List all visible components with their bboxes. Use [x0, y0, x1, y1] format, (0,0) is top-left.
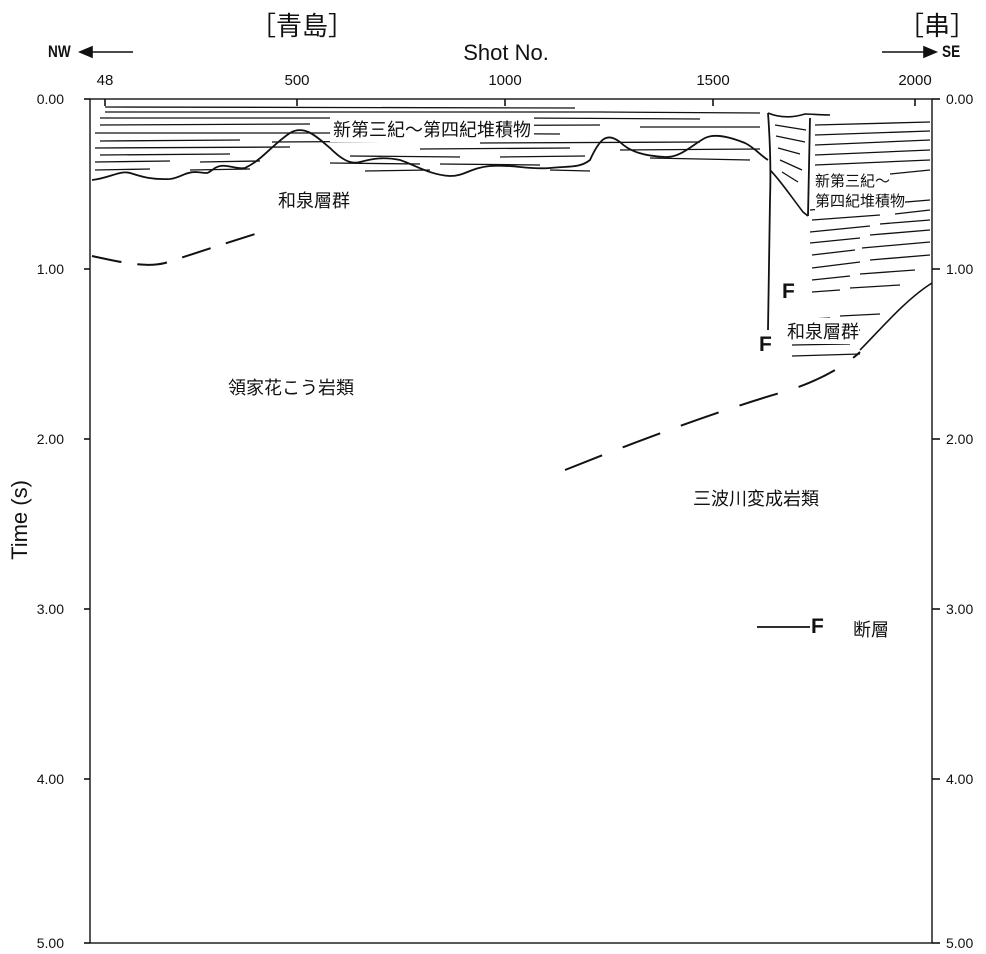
right-basin-floor: [769, 169, 809, 217]
y-tick-label-left: 2.00: [36, 431, 64, 447]
dashed-horizon-left: [91, 229, 269, 266]
legend-fault-symbol: F: [811, 615, 824, 638]
direction-label-nw: NW: [48, 42, 71, 61]
x-tick-label: 1500: [696, 72, 730, 89]
x-axis-title: Shot No.: [463, 40, 549, 65]
y-tick-label-left: 1.00: [36, 261, 64, 277]
plot-frame: [89, 98, 933, 944]
fault-mark-lower: F: [759, 333, 772, 356]
fault-mark-upper: F: [782, 280, 795, 303]
fault-line-east: [807, 117, 811, 217]
izumi-base-horizon: [859, 282, 933, 351]
nw-arrow-icon: [77, 45, 133, 59]
y-tick-label-left: 4.00: [36, 771, 64, 787]
x-tick-label: 48: [96, 72, 114, 89]
y-tick-label-right: 4.00: [946, 771, 974, 787]
y-tick-label-right: 0.00: [946, 91, 974, 107]
x-axis-ticks: [104, 99, 916, 106]
y-tick-label-left: 3.00: [36, 601, 64, 617]
label-sediment-right-2: 第四紀堆積物: [815, 190, 906, 211]
label-ryoke: 領家花こう岩類: [228, 378, 354, 399]
label-izumi-left: 和泉層群: [278, 191, 350, 212]
location-label-aoshima: ［青島］: [250, 12, 355, 42]
fault-line-west: [767, 112, 772, 331]
legend-fault-label: 断層: [853, 620, 889, 641]
se-arrow-icon: [882, 45, 939, 59]
label-sanbagawa: 三波川変成岩類: [693, 489, 819, 510]
location-label-kushi: ［串］: [898, 12, 977, 42]
x-tick-label: 2000: [898, 72, 932, 89]
label-sediment-top: 新第三紀～第四紀堆積物: [330, 116, 534, 142]
sediment-reflectors-right: [774, 121, 931, 357]
y-tick-label-left: 0.00: [36, 91, 64, 107]
y-tick-label-right: 3.00: [946, 601, 974, 617]
y-axis-ticks: [84, 98, 940, 944]
label-izumi-right: 和泉層群: [787, 318, 859, 344]
dashed-horizon-right: [564, 351, 861, 471]
label-sediment-right-1: 新第三紀～: [815, 170, 891, 191]
right-basin-edge: [767, 112, 831, 118]
x-tick-label: 500: [284, 72, 310, 89]
y-tick-label-right: 2.00: [946, 431, 974, 447]
y-tick-label-left: 5.00: [36, 935, 64, 951]
y-tick-label-right: 5.00: [946, 935, 974, 951]
sediment-base-horizon: [91, 129, 769, 181]
x-tick-label: 1000: [488, 72, 522, 89]
direction-label-se: SE: [942, 42, 961, 61]
y-tick-label-right: 1.00: [946, 261, 974, 277]
